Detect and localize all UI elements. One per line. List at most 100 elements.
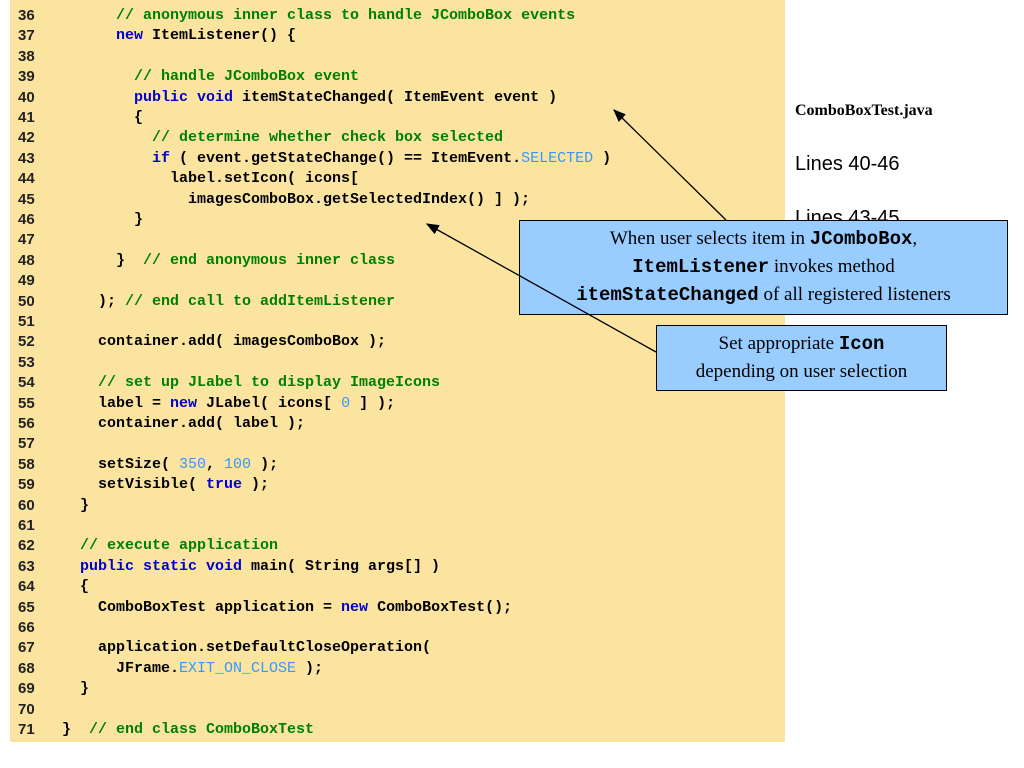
code-text: label = new JLabel( icons[ 0 ] ); xyxy=(98,394,395,414)
code-text: setSize( 350, 100 ); xyxy=(98,455,278,475)
code-text: setVisible( true ); xyxy=(98,475,269,495)
line-number: 66 xyxy=(18,619,35,636)
code-token: { xyxy=(134,109,144,126)
code-token: 350 xyxy=(179,455,207,473)
line-number: 47 xyxy=(18,231,35,249)
code-token: container.add( label ); xyxy=(98,415,306,432)
line-number: 68 xyxy=(18,659,35,677)
line-number: 62 xyxy=(18,537,35,555)
code-text: } // end class ComboBoxTest xyxy=(62,720,314,740)
code-token: public void xyxy=(134,88,234,106)
code-token: SELECTED xyxy=(521,149,594,167)
line-number: 59 xyxy=(18,476,35,494)
code-token: { xyxy=(80,578,90,596)
code-token: application.setDefaultCloseOperation( xyxy=(98,639,432,657)
code-line: 40 public void itemStateChanged( ItemEven… xyxy=(10,88,785,108)
code-token: ); xyxy=(98,292,126,310)
code-text: JFrame.EXIT_ON_CLOSE ); xyxy=(116,659,323,679)
code-token: EXIT_ON_CLOSE xyxy=(179,659,297,677)
line-number: 45 xyxy=(18,190,35,208)
line-number: 37 xyxy=(18,27,35,45)
code-token: ); xyxy=(296,659,324,677)
file-title: ComboBoxTest.java xyxy=(795,102,933,119)
line-number: 40 xyxy=(18,88,35,106)
line-number: 50 xyxy=(18,292,35,310)
code-token: ItemListener() { xyxy=(143,27,297,45)
code-token: container.add( imagesComboBox ); xyxy=(98,333,387,351)
code-text: { xyxy=(80,577,89,597)
code-token: itemStateChanged( ItemEvent event ) xyxy=(233,88,558,106)
code-token: setVisible( xyxy=(98,476,207,494)
code-token: , xyxy=(206,455,225,473)
code-token: label.setIcon( icons[ xyxy=(170,170,360,188)
code-line: 71 } // end class ComboBoxTest xyxy=(10,720,785,740)
code-line: 69} xyxy=(10,679,785,699)
line-number: 71 xyxy=(18,721,35,738)
code-text: new ItemListener() { xyxy=(116,26,296,46)
code-line: 42 // determine whether check box selecte… xyxy=(10,128,785,148)
code-line: 37 new ItemListener() { xyxy=(10,26,785,46)
code-line: 49 xyxy=(10,271,785,291)
code-text: imagesComboBox.getSelectedIndex() ] ); xyxy=(188,190,530,210)
line-number: 41 xyxy=(18,109,35,126)
callout-itemstatechanged: When user selects item in JComboBox, Ite… xyxy=(519,220,1008,315)
code-token: ); xyxy=(251,455,279,473)
code-token: } xyxy=(116,251,144,269)
code-token: if xyxy=(152,149,171,167)
code-line: 59 setVisible( true ); xyxy=(10,475,785,495)
code-token: 0 xyxy=(341,394,351,412)
callout2-line-1: Set appropriate Icon xyxy=(718,333,885,355)
line-number: 60 xyxy=(18,496,35,514)
code-line: 47 xyxy=(10,230,785,250)
line-number: 39 xyxy=(18,68,35,86)
code-text: ComboBoxTest application = new ComboBoxT… xyxy=(98,598,512,618)
code-text: container.add( imagesComboBox ); xyxy=(98,332,386,352)
line-number: 58 xyxy=(18,455,35,473)
code-line: 45 imagesComboBox.getSelectedIndex() ] ); xyxy=(10,190,785,210)
code-token: new xyxy=(116,27,144,45)
code-token: imagesComboBox.getSelectedIndex() ] ); xyxy=(188,190,531,208)
code-line: 36 // anonymous inner class to handle JCo… xyxy=(10,6,785,26)
line-number: 48 xyxy=(18,251,35,269)
code-token: // anonymous inner class to handle JComb… xyxy=(116,7,576,24)
callout-line-1: When user selects item in JComboBox, xyxy=(609,228,918,250)
code-token: public static void xyxy=(80,557,243,575)
code-line: 41 { xyxy=(10,108,785,128)
line-number: 36 xyxy=(18,7,35,24)
line-number: 70 xyxy=(18,700,35,718)
code-line: 68 JFrame.EXIT_ON_CLOSE ); xyxy=(10,659,785,679)
callout-line-3: itemStateChanged of all registered liste… xyxy=(576,284,951,306)
line-number: 65 xyxy=(18,598,35,616)
code-token: } xyxy=(80,496,90,514)
code-line: 38 xyxy=(10,47,785,67)
code-token: ); xyxy=(242,476,270,494)
code-line: 54// set up JLabel to display ImageIcons xyxy=(10,373,785,393)
code-text: public static void main( String args[] ) xyxy=(80,557,440,577)
code-token: // handle JComboBox event xyxy=(134,68,360,86)
code-token: } xyxy=(62,721,90,738)
code-text: // determine whether check box selected xyxy=(152,128,503,148)
code-text: } xyxy=(80,679,89,699)
line-number: 51 xyxy=(18,313,35,330)
code-text: label.setIcon( icons[ xyxy=(170,169,359,189)
line-number: 43 xyxy=(18,149,35,167)
code-token: setSize( xyxy=(98,455,180,473)
code-token: ( event.getStateChange() == ItemEvent. xyxy=(170,149,522,167)
callout-line-2: ItemListener invokes method xyxy=(632,256,895,278)
code-line: 64{ xyxy=(10,577,785,597)
note-lines-40-46: Lines 40-46 xyxy=(795,153,900,175)
code-line: 60} xyxy=(10,496,785,516)
code-token: true xyxy=(206,476,243,494)
line-number: 46 xyxy=(18,211,35,228)
line-number: 42 xyxy=(18,129,35,147)
line-number: 38 xyxy=(18,47,35,65)
code-token: ) xyxy=(593,149,612,167)
code-text: // handle JComboBox event xyxy=(134,67,359,87)
code-token: JFrame. xyxy=(116,659,180,677)
line-number: 61 xyxy=(18,517,35,534)
